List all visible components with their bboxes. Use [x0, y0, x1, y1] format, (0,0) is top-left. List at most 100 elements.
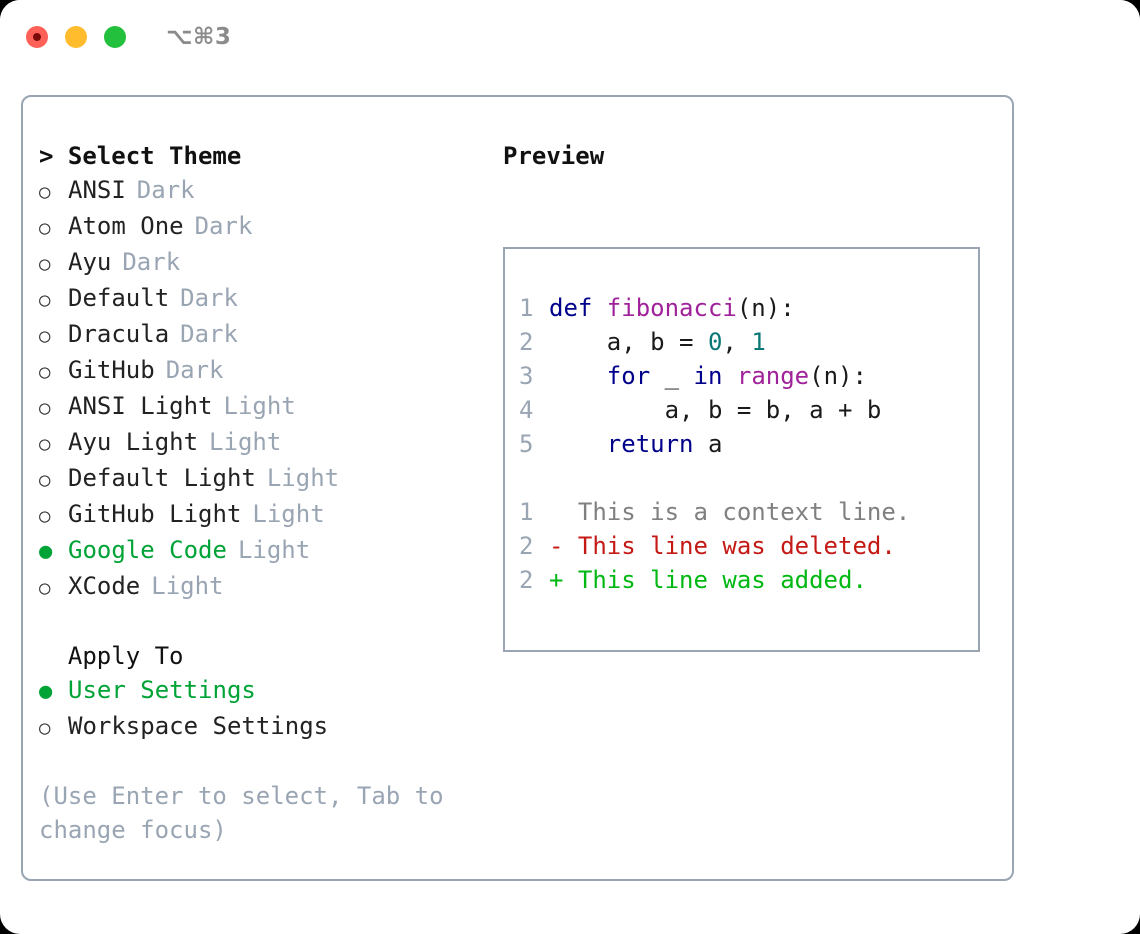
- diff-line-content: This line was added.: [577, 566, 867, 594]
- code-token-fn: fibonacci: [606, 294, 737, 322]
- diff-line-text: - This line was deleted.: [549, 529, 896, 563]
- diff-marker: [549, 498, 578, 526]
- diff-marker: +: [549, 566, 578, 594]
- code-token-pl: (n):: [809, 362, 867, 390]
- diff-line-del: 2- This line was deleted.: [519, 529, 972, 563]
- apply-to-heading-label: Apply To: [67, 642, 184, 670]
- diff-marker: -: [549, 532, 578, 560]
- theme-picker-heading-label: Select Theme: [67, 142, 242, 170]
- theme-option-tag: Light: [151, 572, 224, 600]
- theme-option-label: GitHub Light: [68, 500, 242, 528]
- radio-selected-icon: ●: [39, 679, 53, 704]
- code-token-kw: def: [549, 294, 607, 322]
- theme-option-tag: Light: [223, 392, 296, 420]
- code-token-fn: range: [736, 362, 810, 390]
- theme-option-label: Atom One: [68, 212, 184, 240]
- code-line-number: 3: [519, 362, 534, 390]
- code-token-num: 0: [707, 328, 723, 356]
- minimize-button[interactable]: [65, 26, 87, 48]
- radio-unselected-icon: ○: [39, 181, 51, 203]
- theme-option-tag: Light: [237, 536, 311, 564]
- code-line-text: return a: [549, 427, 723, 461]
- code-line-number: 1: [519, 294, 534, 322]
- code-line-number: 4: [519, 396, 534, 424]
- theme-option-label: Dracula: [68, 320, 170, 348]
- radio-unselected-icon: ○: [39, 289, 51, 311]
- theme-option-label: Google Code: [68, 536, 227, 564]
- close-button[interactable]: [26, 26, 48, 48]
- diff-line-number: 1: [519, 498, 534, 526]
- code-line-number: 5: [519, 430, 534, 458]
- theme-picker-heading: > Select Theme: [39, 139, 499, 173]
- list-spacer: [39, 605, 499, 639]
- apply-to-option-workspace-settings[interactable]: ○ Workspace Settings: [39, 709, 499, 745]
- radio-selected-icon: ●: [39, 539, 53, 564]
- theme-option-label: Ayu: [68, 248, 112, 276]
- code-token-pl: _: [650, 362, 694, 390]
- theme-option-label: Default: [68, 284, 170, 312]
- code-line-text: def fibonacci(n):: [549, 291, 795, 325]
- apply-to-heading: Apply To: [39, 639, 499, 673]
- code-token-pl: [549, 430, 607, 458]
- diff-sample: 1 This is a context line.2- This line wa…: [519, 495, 972, 597]
- title-bar: ⌥⌘3: [0, 0, 1140, 76]
- theme-option-label: Default Light: [68, 464, 256, 492]
- radio-unselected-icon: ○: [39, 505, 51, 527]
- code-token-kw: for: [606, 362, 651, 390]
- theme-option-tag: Light: [266, 464, 340, 492]
- code-line-number: 2: [519, 328, 534, 356]
- code-line: 4 a, b = b, a + b: [519, 393, 972, 427]
- code-line-text: a, b = b, a + b: [549, 393, 882, 427]
- apply-to-option-user-settings[interactable]: ●User Settings: [39, 673, 499, 709]
- theme-option-github-light[interactable]: ○ GitHub Light Light: [39, 497, 499, 533]
- theme-option-label: GitHub: [68, 356, 155, 384]
- radio-unselected-icon: ○: [39, 433, 51, 455]
- diff-line-text: This is a context line.: [549, 495, 910, 529]
- apply-to-option-label: Workspace Settings: [68, 712, 329, 740]
- theme-option-tag: Light: [252, 500, 325, 528]
- code-token-pl: a, b = b, a + b: [549, 396, 882, 424]
- theme-option-google-code[interactable]: ● Google Code Light: [39, 533, 499, 569]
- theme-option-label: ANSI Light: [68, 392, 213, 420]
- radio-unselected-icon: ○: [39, 717, 51, 739]
- keyboard-shortcut-label: ⌥⌘3: [166, 24, 232, 50]
- theme-option-tag: Dark: [165, 356, 224, 384]
- code-token-kw: in: [693, 362, 723, 390]
- radio-unselected-icon: ○: [39, 577, 51, 599]
- theme-option-default-light[interactable]: ○ Default Light Light: [39, 461, 499, 497]
- theme-option-xcode[interactable]: ○ XCode Light: [39, 569, 499, 605]
- code-line: 3 for _ in range(n):: [519, 359, 972, 393]
- keyboard-hint-text: (Use Enter to select, Tab to change focu…: [39, 782, 459, 844]
- radio-unselected-icon: ○: [39, 253, 51, 275]
- code-line: 1 def fibonacci(n):: [519, 291, 972, 325]
- diff-line-add: 2 + This line was added.: [519, 563, 972, 597]
- code-line: 2 a, b = 0, 1: [519, 325, 972, 359]
- diff-line-content: This line was deleted.: [577, 532, 896, 560]
- code-diff-separator: [519, 461, 972, 495]
- preview-heading: Preview: [503, 142, 605, 170]
- window-controls: [26, 26, 126, 48]
- theme-option-tag: Dark: [194, 212, 253, 240]
- diff-line-ctx: 1 This is a context line.: [519, 495, 972, 529]
- code-line-text: a, b = 0, 1: [549, 325, 766, 359]
- diff-line-number: 2: [519, 566, 534, 594]
- theme-option-label: XCode: [68, 572, 141, 600]
- maximize-button[interactable]: [104, 26, 126, 48]
- radio-unselected-icon: ○: [39, 469, 51, 491]
- diff-line-number: 2: [519, 532, 534, 560]
